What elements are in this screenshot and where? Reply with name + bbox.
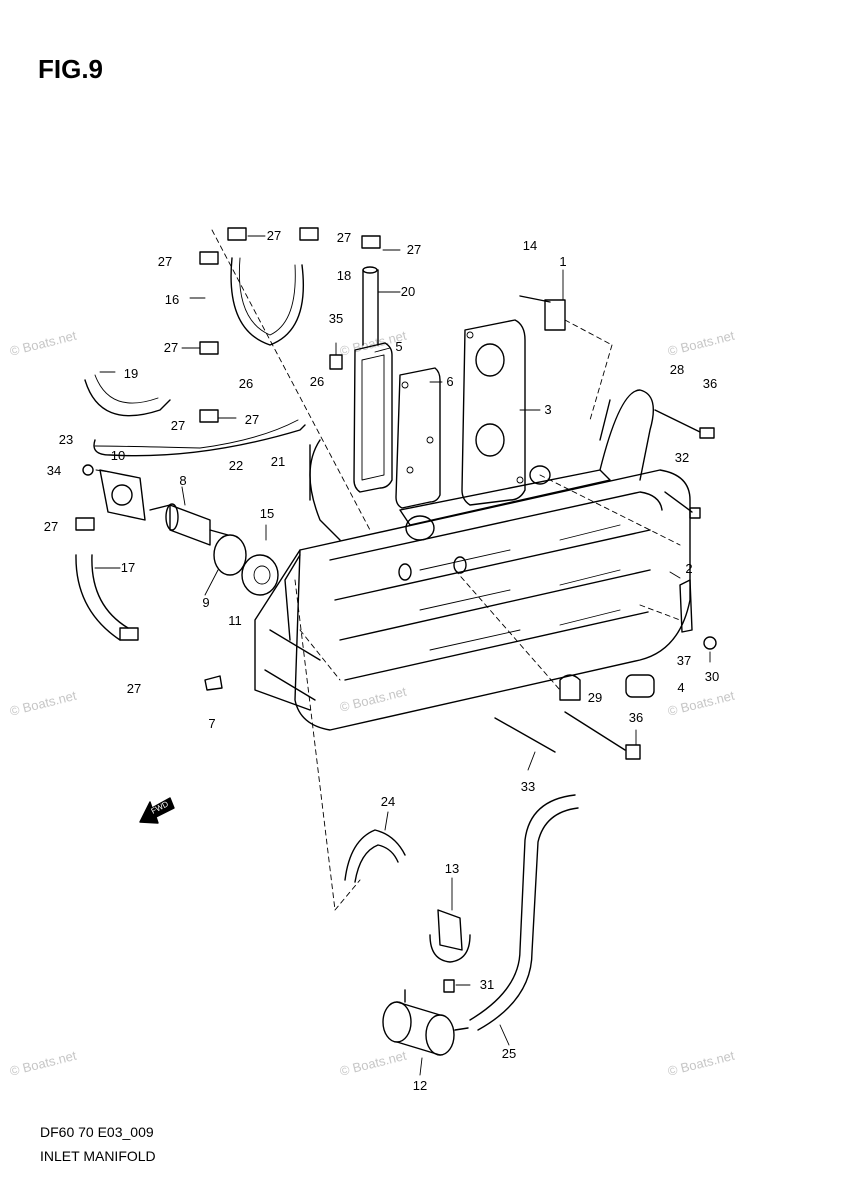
callout-26: 26 — [309, 374, 325, 389]
callout-27: 27 — [163, 340, 179, 355]
hose-16 — [230, 257, 305, 346]
leader-lines — [94, 235, 711, 1076]
callout-28: 28 — [669, 362, 685, 377]
screw-7 — [204, 675, 223, 691]
callout-31: 31 — [479, 977, 495, 992]
callout-34: 34 — [46, 463, 62, 478]
callout-36: 36 — [628, 710, 644, 725]
bolt-1 — [519, 295, 566, 331]
bolt-32-lower — [664, 491, 701, 519]
figure-title: FIG.9 — [38, 54, 104, 84]
hose-19 — [84, 374, 171, 417]
gasket-6 — [395, 367, 441, 509]
callout-32: 32 — [674, 450, 690, 465]
callout-23: 23 — [58, 432, 74, 447]
clamp-13 — [429, 909, 471, 963]
callout-27: 27 — [157, 254, 173, 269]
callout-30: 30 — [704, 669, 720, 684]
callout-27: 27 — [266, 228, 282, 243]
gasket-5 — [353, 342, 393, 493]
callout-13: 13 — [444, 861, 460, 876]
callout-27: 27 — [244, 412, 260, 427]
screw-34 — [82, 464, 94, 476]
callout-29: 29 — [587, 690, 603, 705]
callout-16: 16 — [164, 292, 180, 307]
nut-30 — [703, 636, 717, 650]
hose-25 — [469, 794, 579, 1031]
callout-27: 27 — [126, 681, 142, 696]
callout-3: 3 — [544, 402, 552, 417]
callout-5: 5 — [395, 339, 403, 354]
callout-21: 21 — [270, 454, 286, 469]
callout-27: 27 — [43, 519, 59, 534]
callout-9: 9 — [202, 595, 210, 610]
inlet-manifold-body — [254, 389, 691, 731]
callout-27: 27 — [170, 418, 186, 433]
cap-4 — [625, 674, 655, 698]
callout-19: 19 — [123, 366, 139, 381]
bracket-2 — [679, 579, 693, 633]
callout-1: 1 — [559, 254, 567, 269]
alignment-lines — [211, 229, 681, 911]
callout-36: 36 — [702, 376, 718, 391]
bolt-32-upper — [654, 409, 715, 439]
callout-25: 25 — [501, 1046, 517, 1061]
callout-26: 26 — [238, 376, 254, 391]
callout-37: 37 — [676, 653, 692, 668]
callout-22: 22 — [228, 458, 244, 473]
hose-22-23 — [93, 419, 306, 457]
callout-8: 8 — [179, 473, 187, 488]
gasket-9-11 — [213, 534, 279, 596]
hose-20 — [362, 266, 379, 346]
callout-33: 33 — [520, 779, 536, 794]
filter-12 — [382, 989, 469, 1056]
callout-4: 4 — [677, 680, 685, 695]
bolt-36 — [564, 711, 641, 760]
hose-24 — [344, 829, 406, 883]
valve-8 — [149, 503, 229, 546]
screw-35 — [329, 354, 343, 370]
callout-7: 7 — [208, 716, 216, 731]
callout-14: 14 — [522, 238, 538, 253]
callout-35: 35 — [328, 311, 344, 326]
callout-12: 12 — [412, 1078, 428, 1093]
gasket-3 — [461, 319, 526, 506]
fwd-arrow-icon — [139, 797, 175, 824]
callout-18: 18 — [336, 268, 352, 283]
callout-27: 27 — [406, 242, 422, 257]
clamp-27 — [75, 227, 381, 641]
callout-15: 15 — [259, 506, 275, 521]
callout-6: 6 — [446, 374, 454, 389]
callout-27: 27 — [336, 230, 352, 245]
callout-2: 2 — [685, 561, 693, 576]
callout-10: 10 — [110, 448, 126, 463]
cover-10 — [99, 469, 146, 521]
callout-20: 20 — [400, 284, 416, 299]
callout-11: 11 — [228, 613, 242, 628]
hose-17 — [75, 554, 129, 641]
callout-24: 24 — [380, 794, 396, 809]
callout-17: 17 — [120, 560, 136, 575]
figure-name: INLET MANIFOLD — [40, 1148, 156, 1164]
figure-code: DF60 70 E03_009 — [40, 1124, 154, 1140]
bolt-33 — [494, 717, 556, 753]
screw-31 — [443, 979, 455, 993]
